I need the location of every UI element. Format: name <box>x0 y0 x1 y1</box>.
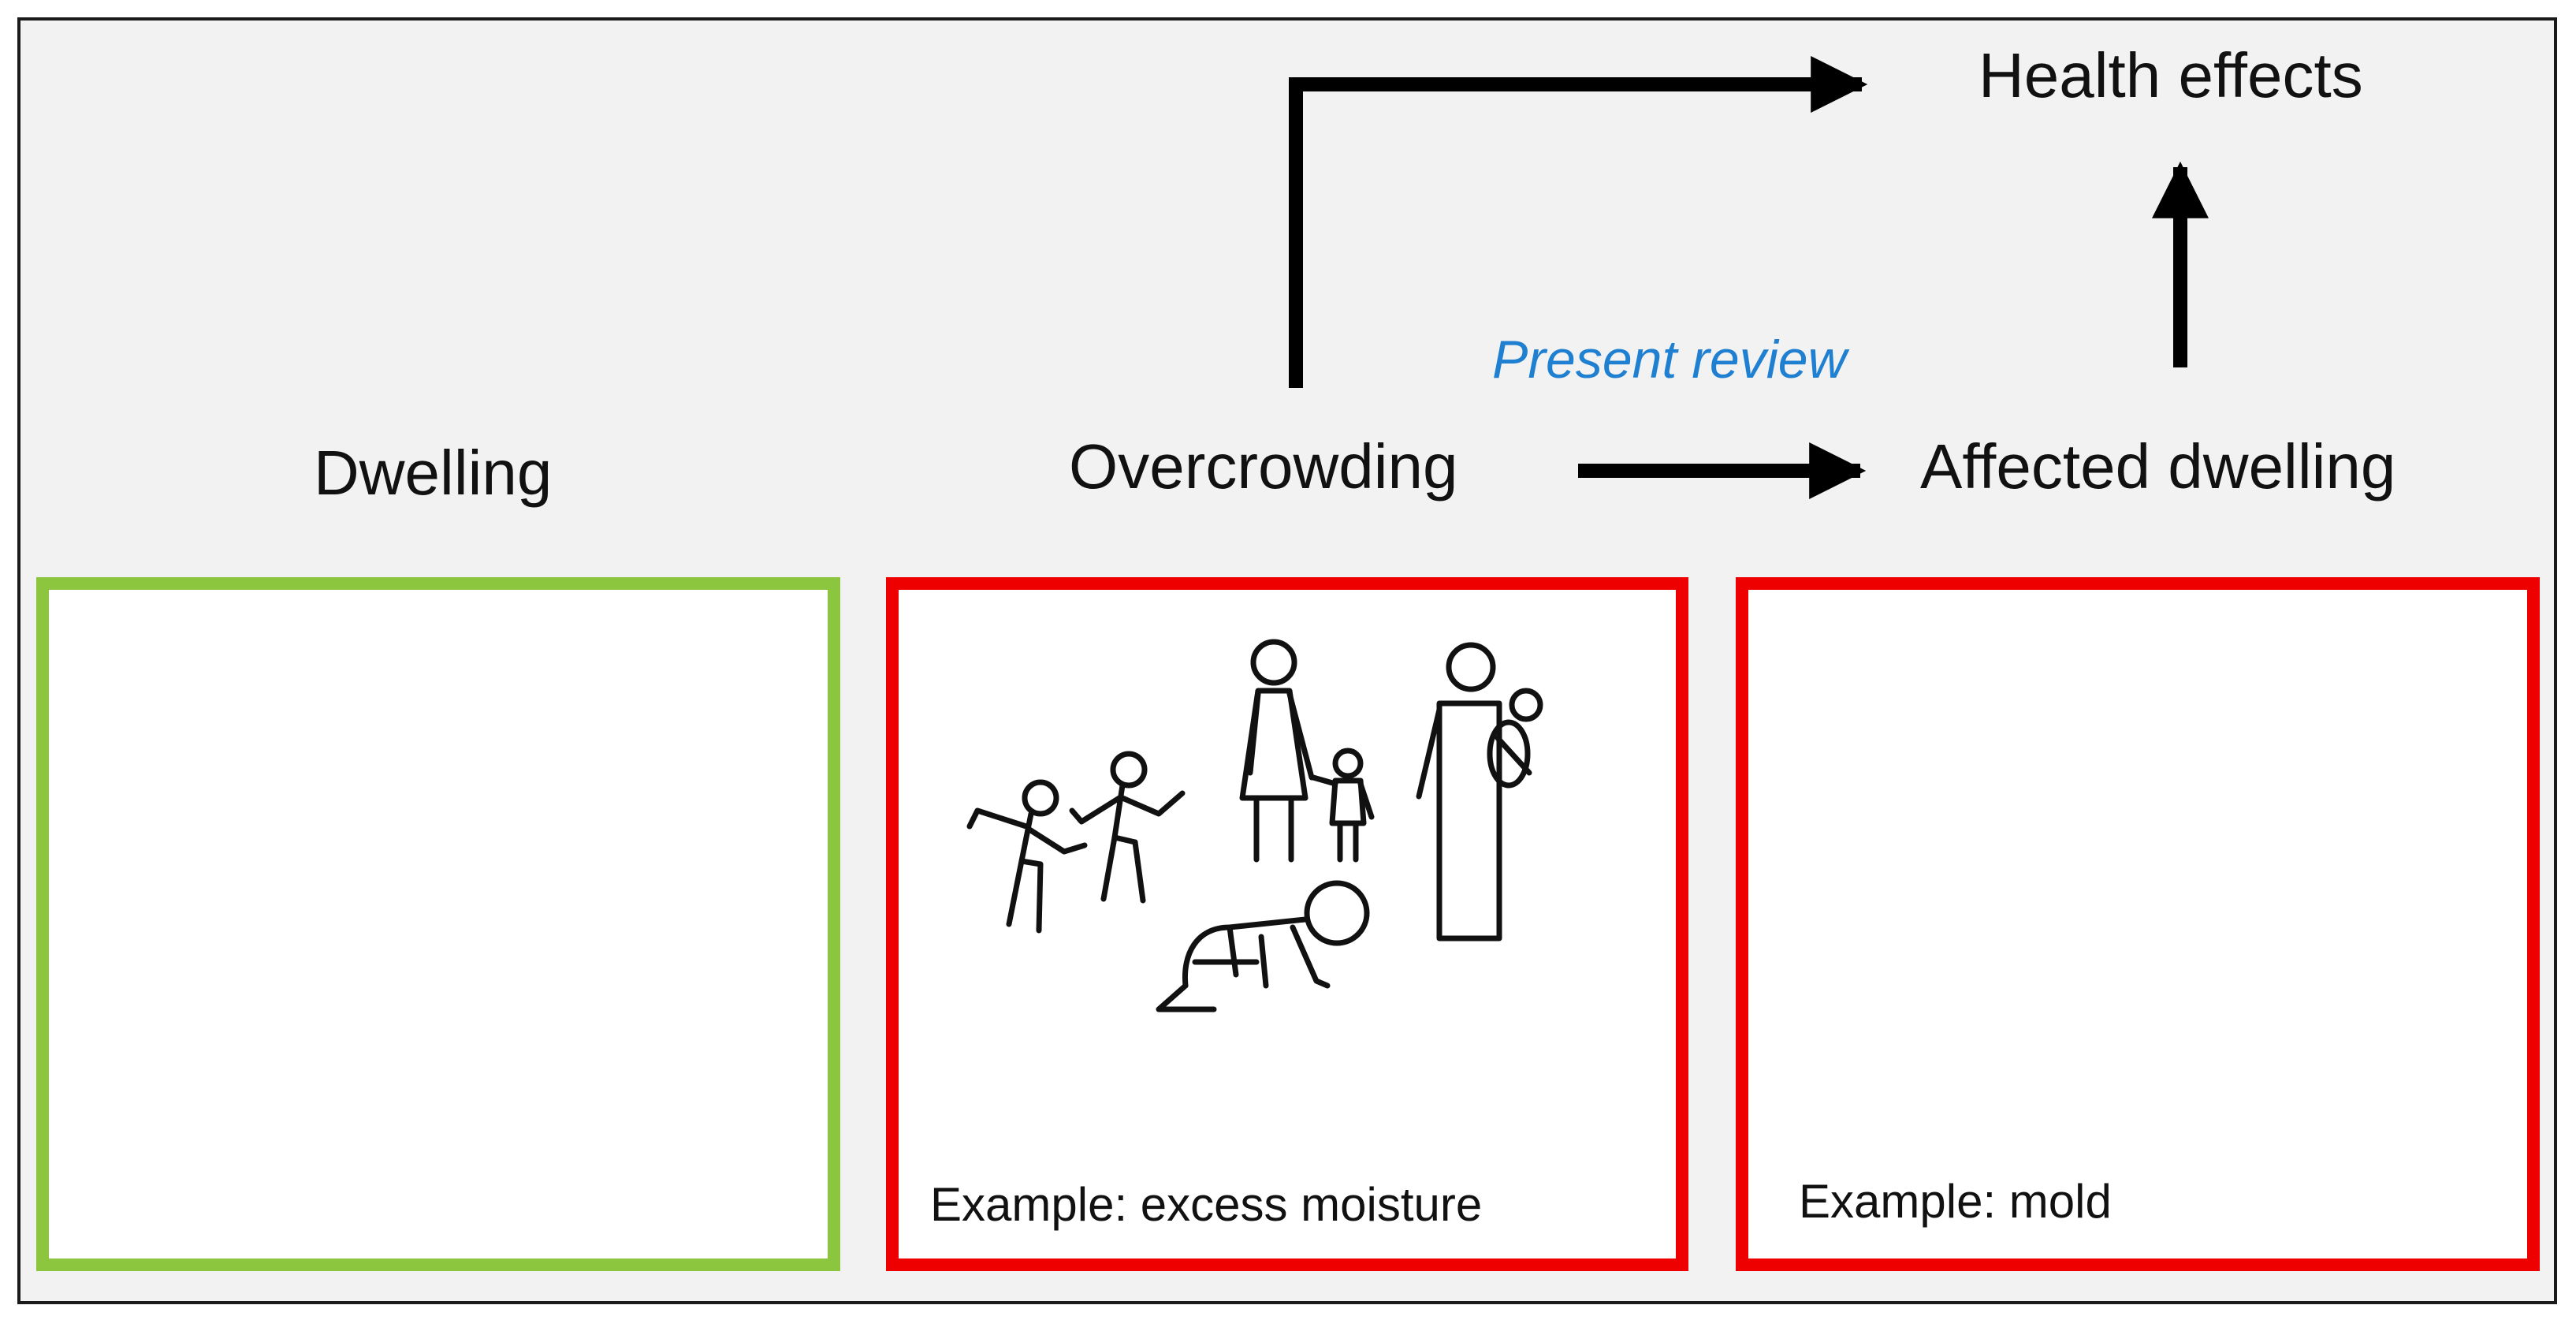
affected-dwelling-box <box>1736 577 2540 1271</box>
node-affected-dwelling: Affected dwelling <box>1920 431 2396 502</box>
node-health-effects: Health effects <box>1979 40 2363 110</box>
woman-icon <box>1239 639 1315 863</box>
dwelling-box <box>36 577 840 1271</box>
overcrowding-example-caption: Example: excess moisture <box>930 1178 1483 1231</box>
affected-example-caption: Example: mold <box>1799 1175 2112 1228</box>
present-review-annotation: Present review <box>1492 330 1847 390</box>
crawling-baby-icon <box>1156 880 1370 1012</box>
jumping-child-icon <box>966 779 1088 934</box>
family-crowd-icon <box>966 639 1543 1012</box>
jumping-child-icon <box>1069 751 1186 904</box>
node-overcrowding: Overcrowding <box>1069 431 1458 502</box>
node-dwelling: Dwelling <box>314 438 553 508</box>
man-with-baby-icon <box>1416 642 1543 942</box>
small-child-icon <box>1310 748 1375 863</box>
